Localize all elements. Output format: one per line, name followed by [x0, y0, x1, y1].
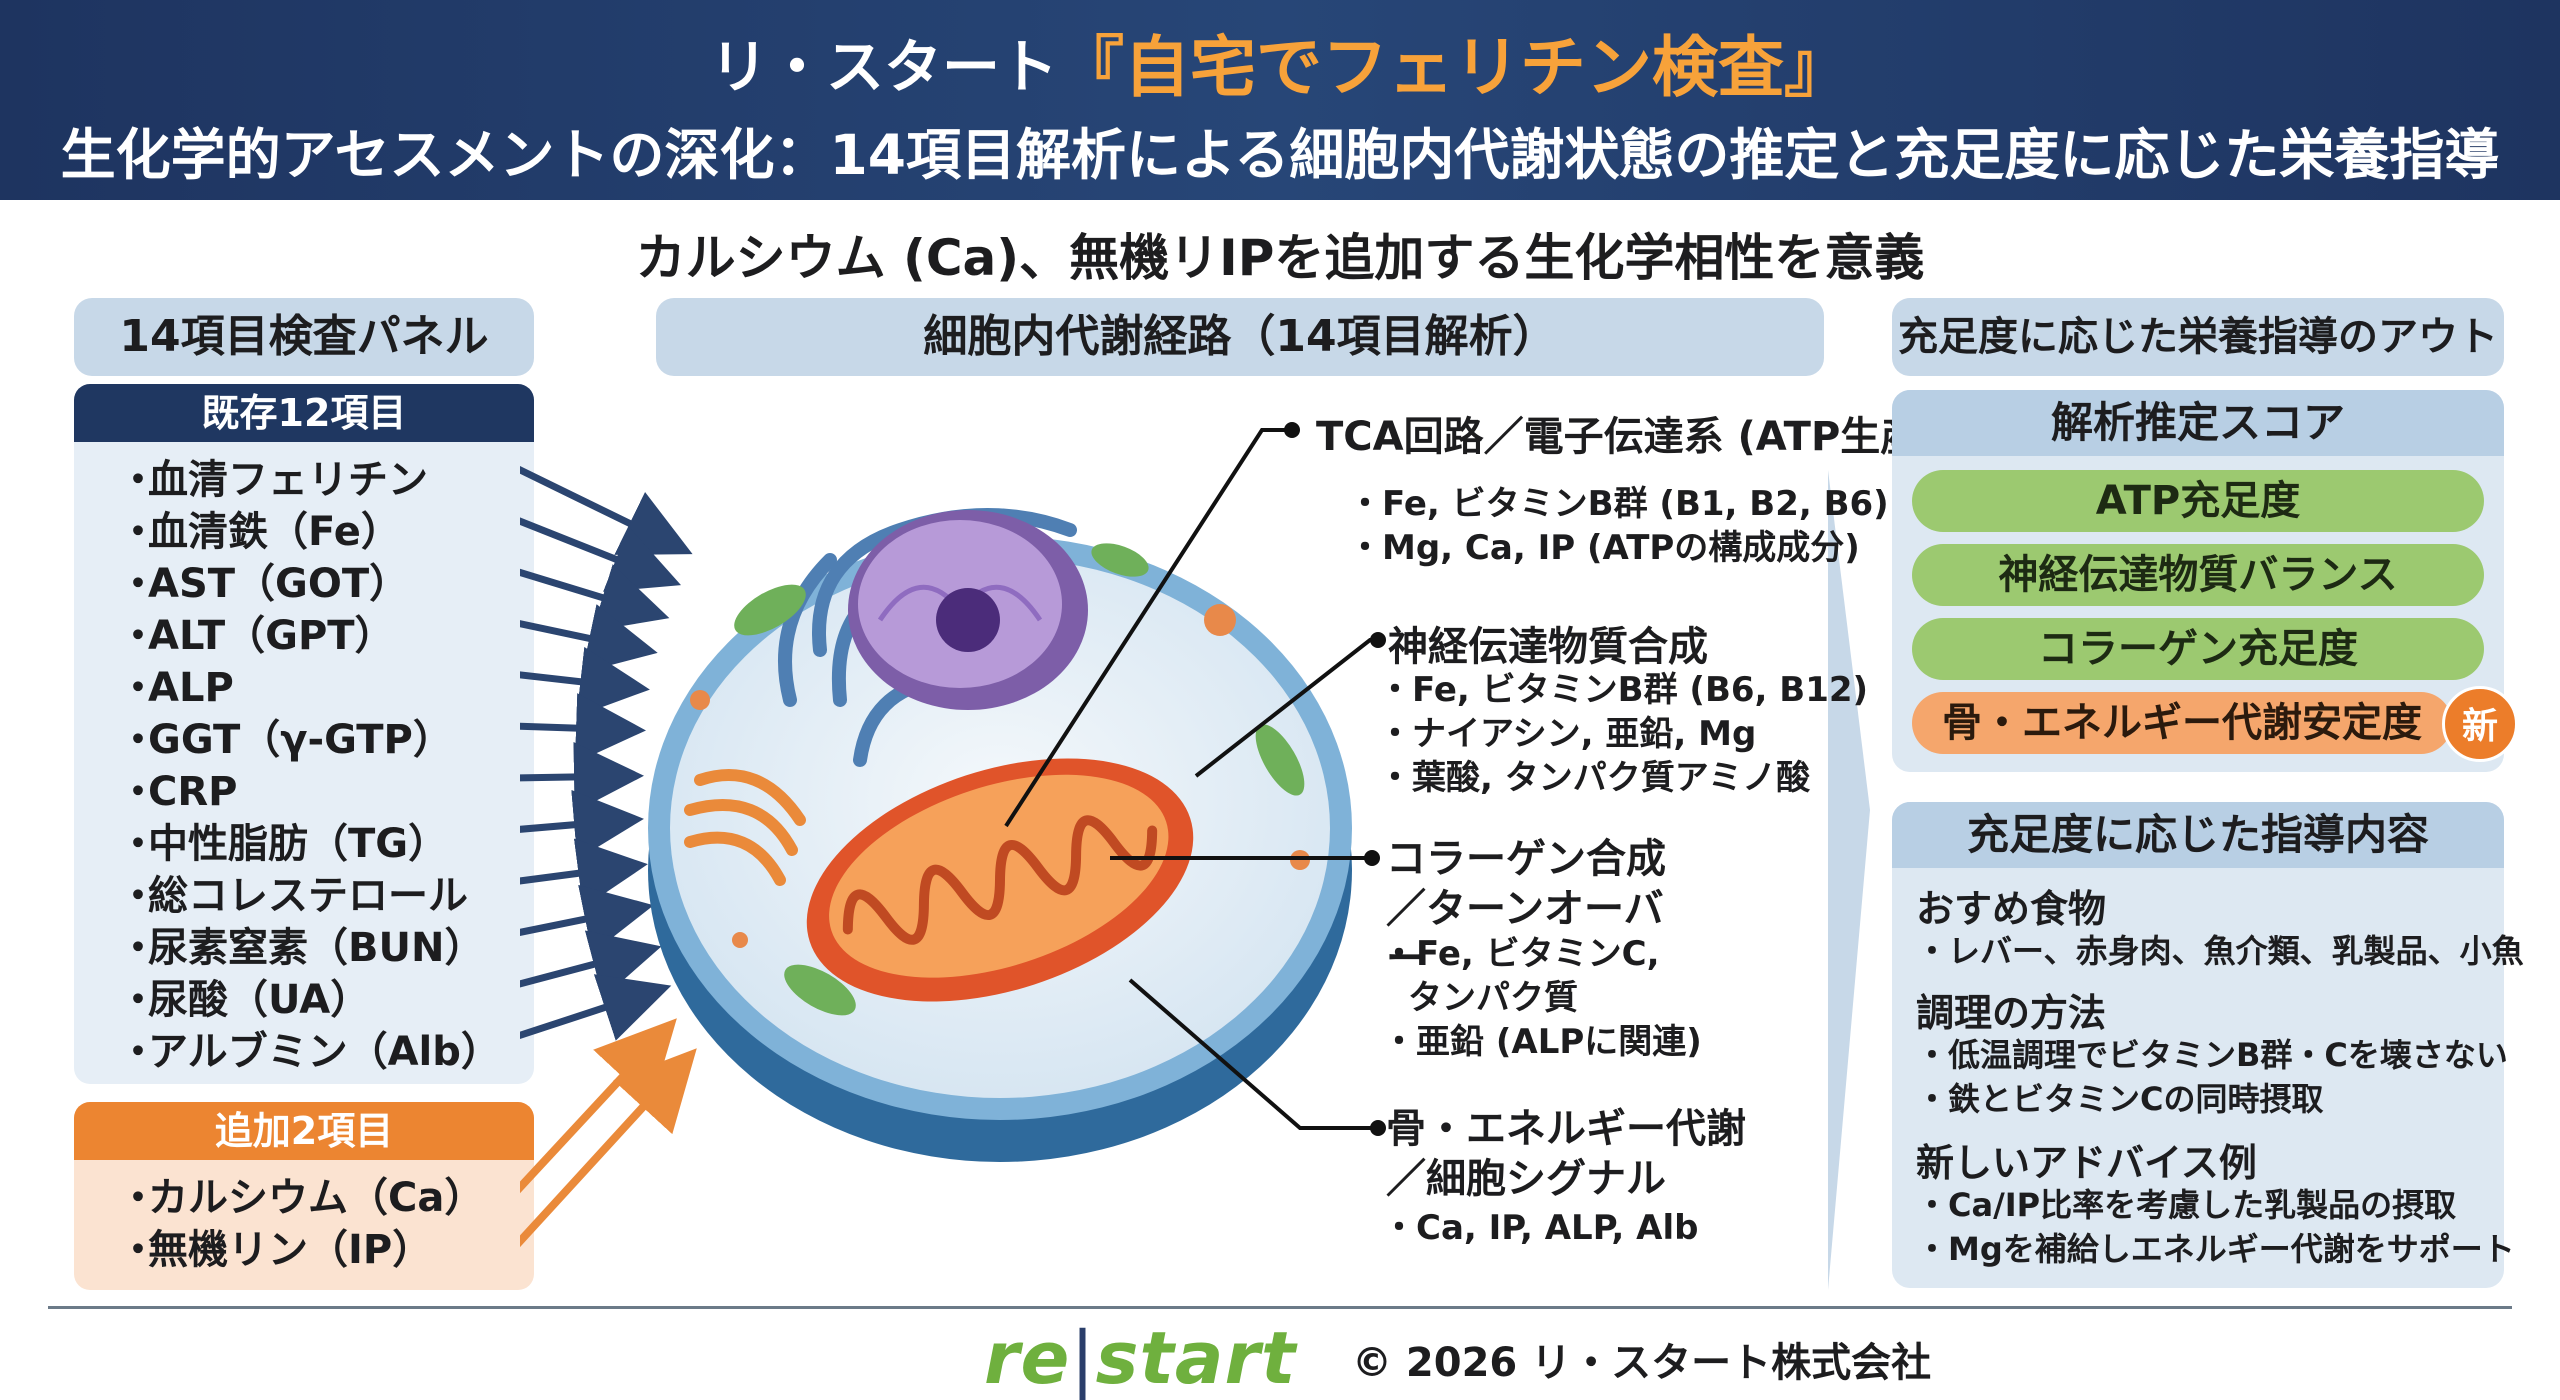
pathway-detail: ・亜鉛 (ALPに関連) [1382, 1022, 1702, 1062]
list-item: ・AST（GOT） [118, 561, 410, 607]
list-item: ・カルシウム（Ca） [118, 1175, 485, 1221]
guidance-item: ・Ca/IP比率を考慮した乳製品の摂取 [1916, 1186, 2457, 1224]
intro-heading: カルシウム (Ca)、無機リIPを追加する生化学相性を意義 [635, 229, 1925, 287]
small-mitochondria [734, 543, 1305, 1016]
header-banner [0, 0, 2560, 200]
score-bone-energy: 骨・エネルギー代謝安定度 [1912, 692, 2452, 754]
restart-logo: re|start [984, 1316, 1297, 1400]
mitochondrion [806, 758, 1194, 1002]
pathway-label-neurotransmitter: 神経伝達物質合成 [1388, 624, 1708, 670]
added-items-heading: 追加2項目 [74, 1102, 534, 1160]
guidance-item: ・レバー、赤身肉、魚介類、乳製品、小魚 [1916, 932, 2524, 970]
nucleus [848, 510, 1088, 710]
existing-items-heading: 既存12項目 [74, 384, 534, 442]
pathway-detail: ・Fe, ビタミンC, [1382, 934, 1660, 974]
list-item: ・血清鉄（Fe） [118, 509, 401, 555]
list-item: ・アルブミン（Alb） [118, 1029, 501, 1075]
footer-divider [48, 1306, 2512, 1309]
cell-diagram [520, 422, 1870, 1290]
score-heading: 解析推定スコア [1892, 390, 2504, 456]
vesicles [690, 604, 1310, 948]
guidance-item: ・低温調理でビタミンB群・Cを壊さない [1916, 1036, 2508, 1074]
guidance-box: 充足度に応じた指導内容 おすめ食物 ・レバー、赤身肉、魚介類、乳製品、小魚 調理… [1892, 802, 2524, 1288]
score-neurotransmitter: 神経伝達物質バランス [1912, 544, 2484, 606]
metabolic-pathway-heading: 細胞内代謝経路（14項目解析） [656, 298, 1824, 376]
guidance-section-title: 調理の方法 [1916, 991, 2107, 1035]
pathway-label-collagen: コラーゲン合成／ターンオーバー [1386, 836, 1666, 982]
page-title: リ・スタート『自宅でフェリチン検査』 [0, 14, 2560, 106]
guidance-section-title: 新しいアドバイス例 [1916, 1141, 2257, 1185]
pathway-leader-dots [1284, 422, 1386, 1136]
input-arrows [520, 466, 693, 1041]
score-atp: ATP充足度 [1912, 470, 2484, 532]
pathway-label-tca: TCA回路／電子伝達系 (ATP生産) [1316, 414, 1939, 460]
existing-items-box: 既存12項目 ・血清フェリチン ・血清鉄（Fe） ・AST（GOT） ・ALT（… [74, 384, 534, 1084]
list-item: ・尿酸（UA） [118, 977, 371, 1023]
list-item: ・中性脂肪（TG） [118, 821, 449, 867]
list-item: ・尿素窒素（BUN） [118, 925, 485, 971]
title-prefix: リ・スタート [709, 33, 1058, 101]
existing-items-list: ・血清フェリチン ・血清鉄（Fe） ・AST（GOT） ・ALT（GPT） ・A… [118, 454, 501, 1078]
added-items-list: ・カルシウム（Ca） ・無機リン（IP） [118, 1172, 484, 1276]
guidance-item: ・鉄とビタミンCの同時摂取 [1916, 1080, 2324, 1118]
guidance-item: ・Mgを補給しエネルギー代謝をサポート [1916, 1230, 2515, 1268]
output-heading: 充足度に応じた栄養指導のアウトプット [1892, 298, 2504, 438]
copyright-text: © 2026 リ・スタート株式会社 [1352, 1340, 1932, 1386]
score-collagen: コラーゲン充足度 [1912, 618, 2484, 680]
list-item: ・無機リン（IP） [118, 1227, 433, 1273]
guidance-heading: 充足度に応じた指導内容 [1892, 802, 2504, 868]
pathway-label-bone-energy: 骨・エネルギー代謝／細胞シグナル [1386, 1106, 1746, 1202]
flow-chevron [1828, 470, 1870, 1290]
list-item: ・ALP [118, 665, 234, 711]
title-main: 『自宅でフェリチン検査』 [1058, 29, 1850, 106]
list-item: ・CRP [118, 769, 238, 815]
list-item: ・血清フェリチン [118, 457, 428, 503]
new-badge: 新 [2442, 686, 2518, 762]
pathway-detail: ・Ca, IP, ALP, Alb [1382, 1208, 1699, 1248]
pathway-detail: ・Mg, Ca, IP (ATPの構成成分) [1348, 528, 1860, 568]
list-item: ・総コレステロール [118, 873, 468, 919]
guidance-section-title: おすめ食物 [1916, 887, 2107, 931]
page-subtitle: 生化学的アセスメントの深化：14項目解析による細胞内代謝状態の推定と充足度に応じ… [60, 123, 2500, 187]
pathway-detail: ・ナイアシン, 亜鉛, Mg [1378, 714, 1757, 754]
list-item: ・GGT（γ-GTP） [118, 717, 453, 763]
added-items-box: 追加2項目 ・カルシウム（Ca） ・無機リン（IP） [74, 1102, 534, 1290]
pathway-detail: ・Fe, ビタミンB群 (B1, B2, B6) [1348, 484, 1889, 524]
pathway-detail: ・葉酸, タンパク質アミノ酸 [1378, 758, 1811, 798]
test-panel-heading: 14項目検査パネル [74, 298, 534, 376]
pathway-detail: ・Fe, ビタミンB群 (B6, B12) [1378, 670, 1869, 710]
list-item: ・ALT（GPT） [118, 613, 395, 659]
pathway-detail: タンパク質 [1408, 978, 1578, 1018]
golgi-apparatus [684, 769, 806, 886]
added-input-arrows [520, 1018, 697, 1248]
score-box: 解析推定スコア ATP充足度 神経伝達物質バランス コラーゲン充足度 骨・エネル… [1892, 390, 2518, 772]
